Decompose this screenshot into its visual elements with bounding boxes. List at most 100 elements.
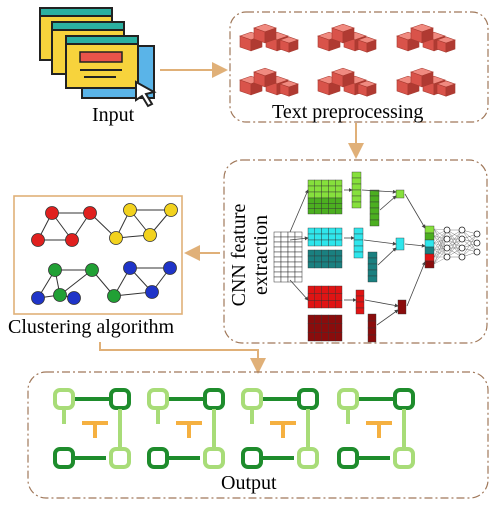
- cluster-node: [31, 233, 45, 247]
- cluster-node: [67, 291, 81, 305]
- cluster-node: [145, 285, 159, 299]
- unit-green: [395, 189, 405, 199]
- preprocessing-cubes-icon: [239, 23, 456, 97]
- neuron: [473, 239, 481, 247]
- cluster-node: [31, 291, 45, 305]
- cnn-arrow: [289, 236, 309, 241]
- clustering-algorithm-label: Clustering algorithm: [8, 316, 175, 338]
- pooled-green-2: [369, 189, 380, 227]
- ring-node: [337, 447, 359, 469]
- cluster-node: [123, 261, 137, 275]
- output-label: Output: [221, 472, 277, 494]
- cube-cluster: [239, 67, 299, 97]
- dense-layers: [433, 226, 481, 265]
- clustering-box: [13, 195, 183, 315]
- cluster-node: [53, 288, 67, 302]
- pooled-maroon: [367, 313, 377, 343]
- pooled-green: [351, 171, 362, 209]
- cnn-box: [223, 159, 488, 344]
- pooled-red: [355, 289, 365, 315]
- cluster-node: [123, 203, 137, 217]
- cube-cluster: [317, 23, 377, 53]
- ring-node: [297, 447, 319, 469]
- neuron: [458, 235, 466, 243]
- unit-maroon: [397, 299, 407, 315]
- ring-node: [393, 447, 415, 469]
- cnn-arrow: [364, 299, 399, 308]
- doc-front: [65, 35, 139, 89]
- cnn-arrow: [406, 261, 426, 307]
- concat-vector: [424, 225, 435, 269]
- feature-map-maroon: [307, 314, 343, 342]
- output-clusters-icon: [53, 388, 415, 469]
- neuron: [443, 253, 451, 261]
- output-box: [27, 371, 489, 499]
- ring-node: [147, 447, 169, 469]
- ring-node: [241, 447, 263, 469]
- cnn-arrow: [404, 193, 426, 229]
- cube-cluster: [317, 67, 377, 97]
- neuron: [458, 226, 466, 234]
- unit-cyan: [395, 237, 405, 251]
- arrow-cluster-to-output: [99, 342, 266, 374]
- cube-cluster: [396, 67, 456, 97]
- feature-map-green-2: [307, 197, 343, 215]
- cnn-label-line2: extraction: [250, 215, 272, 295]
- neuron: [458, 253, 466, 261]
- neuron: [443, 226, 451, 234]
- output-cluster-group: [241, 388, 319, 469]
- ring-node: [393, 388, 415, 410]
- ring-node: [53, 388, 75, 410]
- cluster-node: [45, 206, 59, 220]
- cnn-arrow: [377, 247, 397, 266]
- cluster-node: [107, 289, 121, 303]
- cursor-icon: [135, 80, 157, 108]
- ring-node: [337, 388, 359, 410]
- cluster-node: [164, 203, 178, 217]
- feature-map-red: [307, 285, 343, 309]
- neuron: [458, 244, 466, 252]
- ring-node: [203, 388, 225, 410]
- cnn-network-icon: [273, 171, 481, 343]
- text-preprocessing-label: Text preprocessing: [272, 101, 424, 123]
- cube-cluster: [239, 23, 299, 53]
- cube-cluster: [396, 23, 456, 53]
- cnn-arrow: [363, 239, 397, 246]
- feature-map-cyan: [307, 227, 343, 247]
- text-preprocessing-box: [229, 11, 489, 123]
- ring-node: [297, 388, 319, 410]
- ring-node: [147, 388, 169, 410]
- input-documents-icon: [39, 7, 157, 108]
- neuron: [473, 248, 481, 256]
- neuron: [443, 244, 451, 252]
- cluster-node: [109, 231, 123, 245]
- pooled-cyan: [353, 227, 364, 259]
- cluster-node: [65, 233, 79, 247]
- neuron: [473, 230, 481, 238]
- cnn-arrow: [361, 189, 397, 194]
- cnn-arrow: [376, 309, 399, 326]
- cnn-arrow: [379, 195, 397, 211]
- cnn-label-line1: CNN feature: [228, 203, 250, 307]
- cluster-node: [83, 206, 97, 220]
- cluster-node: [85, 263, 99, 277]
- cluster-node: [163, 261, 177, 275]
- cnn-feature-extraction-label: CNN feature extraction: [228, 204, 272, 307]
- pooled-teal: [367, 251, 378, 283]
- output-cluster-group: [337, 388, 415, 469]
- cnn-arrow: [289, 189, 309, 233]
- ring-node: [203, 447, 225, 469]
- output-cluster-group: [53, 388, 131, 469]
- ring-node: [241, 388, 263, 410]
- cluster-node: [143, 228, 157, 242]
- output-cluster-group: [147, 388, 225, 469]
- cluster-node: [48, 263, 62, 277]
- cnn-arrow: [289, 279, 309, 301]
- feature-map-green: [307, 179, 343, 199]
- input-label: Input: [92, 104, 135, 126]
- ring-node: [109, 388, 131, 410]
- input-matrix: [273, 231, 303, 283]
- ring-node: [53, 447, 75, 469]
- cnn-arrow: [404, 243, 426, 248]
